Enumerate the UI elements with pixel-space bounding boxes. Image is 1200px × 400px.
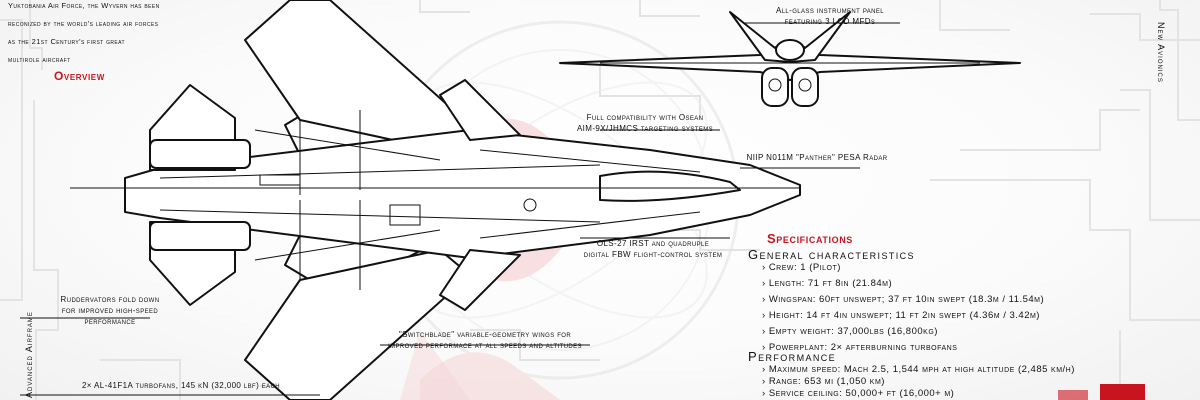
front-view-details bbox=[600, 62, 980, 92]
spec-item: › Height: 14 ft 4in unswept; 11 ft 2in s… bbox=[762, 310, 1044, 326]
callout-irst: OLS-27 IRST and quadruple digital FBW fl… bbox=[568, 238, 738, 260]
bullet-icon: › bbox=[762, 326, 766, 337]
callout-line: improved performace at all speeds and al… bbox=[388, 341, 582, 350]
bullet-icon: › bbox=[762, 262, 766, 273]
callout-ruddervators: Ruddervators fold down for improved high… bbox=[40, 294, 180, 327]
callout-compatibility: Full compatibility with Osean AIM-9X/JHM… bbox=[565, 112, 725, 134]
spec-item-text: Crew: 1 (Pilot) bbox=[768, 262, 841, 273]
bullet-icon: › bbox=[762, 310, 766, 321]
intro-line: Yuktobania Air Force, the Wyvern has bee… bbox=[8, 1, 160, 10]
callout-line: for improved high-speed bbox=[61, 306, 159, 315]
aircraft-front-view bbox=[559, 11, 1021, 107]
aircraft-panel-lines bbox=[70, 110, 800, 290]
intro-line: as the 21st Century's first great bbox=[8, 37, 125, 46]
callout-radar: NIIP N011M "Panther" PESA Radar bbox=[746, 153, 888, 162]
spec-item: › Length: 71 ft 8in (21.84m) bbox=[762, 278, 1044, 294]
callout-line: digital FBW flight-control system bbox=[583, 250, 723, 259]
bullet-icon: › bbox=[762, 294, 766, 305]
performance-list: › Maximum speed: Mach 2.5, 1,544 mph at … bbox=[762, 364, 1075, 400]
aircraft-top-view bbox=[124, 0, 801, 400]
spec-item: › Crew: 1 (Pilot) bbox=[762, 262, 1044, 278]
spec-item: › Service ceiling: 50,000+ ft (16,000+ m… bbox=[762, 388, 1075, 400]
spec-item-text: Powerplant: 2× afterburning turbofans bbox=[768, 342, 958, 353]
spec-item: › Wingspan: 60ft unswept; 37 ft 10in swe… bbox=[762, 294, 1044, 310]
callout-line: featuring 3 LCD MFDs bbox=[784, 17, 876, 26]
spec-item: › Empty weight: 37,000lbs (16,800kg) bbox=[762, 326, 1044, 342]
intro-line: multirole aircraft bbox=[8, 55, 71, 64]
overview-heading: Overview bbox=[54, 69, 105, 83]
spec-item: › Powerplant: 2× afterburning turbofans bbox=[762, 342, 1044, 358]
side-label-new-avionics: New Avionics bbox=[1156, 22, 1166, 83]
spec-item: › Range: 653 mi (1,050 km) bbox=[762, 376, 1075, 388]
spec-item-text: Wingspan: 60ft unswept; 37 ft 10in swept… bbox=[768, 294, 1045, 305]
spec-item-text: Empty weight: 37,000lbs (16,800kg) bbox=[768, 326, 938, 337]
callout-line: performance bbox=[84, 317, 136, 326]
callout-leaders bbox=[20, 22, 900, 396]
callout-instrument-panel: All-glass instrument panel featuring 3 L… bbox=[760, 5, 900, 27]
side-label-advanced-airframe: Advanced Airframe bbox=[24, 311, 34, 398]
spec-item-text: Height: 14 ft 4in unswept; 11 ft 2in swe… bbox=[768, 310, 1040, 321]
bullet-icon: › bbox=[762, 376, 766, 387]
callout-line: Full compatibility with Osean bbox=[586, 113, 704, 122]
general-characteristics-title: General characteristics bbox=[748, 247, 915, 262]
intro-line: reconized by the world's leading air for… bbox=[8, 19, 159, 28]
callout-line: All-glass instrument panel bbox=[775, 6, 885, 15]
bullet-icon: › bbox=[762, 342, 766, 353]
callout-line: AIM-9X/JHMCS targeting systems bbox=[576, 124, 714, 133]
red-accent-strip bbox=[1058, 384, 1145, 400]
spec-item-text: Maximum speed: Mach 2.5, 1,544 mph at hi… bbox=[768, 364, 1075, 375]
callout-line: OLS-27 IRST and quadruple bbox=[596, 239, 710, 248]
spec-item: › Maximum speed: Mach 2.5, 1,544 mph at … bbox=[762, 364, 1075, 376]
callout-switchblade-wings: "Switchblade" variable-geometry wings fo… bbox=[370, 329, 600, 351]
bullet-icon: › bbox=[762, 278, 766, 289]
callout-line: Ruddervators fold down bbox=[60, 295, 160, 304]
intro-block: Yuktobania Air Force, the Wyvern has bee… bbox=[8, 0, 238, 69]
spec-item-text: Length: 71 ft 8in (21.84m) bbox=[768, 278, 893, 289]
specs-title: Specifications bbox=[767, 231, 853, 246]
performance-title: Performance bbox=[748, 349, 837, 364]
callout-engines: 2× AL-41F1A turbofans, 145 kN (32,000 lb… bbox=[81, 381, 281, 390]
callout-line: "Switchblade" variable-geometry wings fo… bbox=[398, 330, 572, 339]
bullet-icon: › bbox=[762, 364, 766, 375]
spec-item-text: Service ceiling: 50,000+ ft (16,000+ m) bbox=[768, 388, 955, 399]
bullet-icon: › bbox=[762, 388, 766, 399]
general-characteristics-list: › Crew: 1 (Pilot) › Length: 71 ft 8in (2… bbox=[762, 262, 1044, 358]
spec-item-text: Range: 653 mi (1,050 km) bbox=[768, 376, 885, 387]
